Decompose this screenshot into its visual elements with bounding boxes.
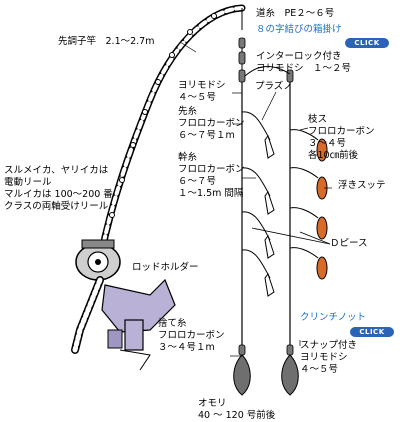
label-float-jig: 浮きスッテ (338, 180, 386, 191)
rod-holder-icon (101, 278, 176, 371)
snap-swivel-icon (238, 344, 294, 356)
label-clinch-knot[interactable]: クリンチノット (300, 312, 367, 323)
label-sinker-line: 捨て糸 フロロカーボン ３～４号１m (158, 318, 225, 353)
label-main-line: 道糸 PE２～６号 (256, 8, 335, 19)
label-leader: 先糸 フロロカーボン ６～７号１m (178, 106, 245, 141)
rod-guides (109, 13, 217, 218)
callout-lines (179, 41, 332, 357)
label-swivel-top: ヨリモドシ ４～５号 (178, 80, 226, 103)
label-sinker: オモリ 40 ～ 120 号前後 (198, 398, 276, 421)
click-button-clinch[interactable]: CLICK (350, 327, 394, 337)
float-jigs (289, 129, 328, 280)
label-rod-holder: ロッドホルダー (132, 262, 199, 273)
label-snap-swivel: スナップ付き ヨリモドシ ４～５号 (300, 340, 358, 375)
label-reel-note: スルメイカ、ヤリイカは 電動リール マルイカは 100～200 番 クラスの両軸… (4, 165, 113, 212)
label-interlock-swivel: インターロック付き ヨリモドシ １～２号 (256, 51, 352, 74)
label-plazuno: プラズノ (255, 81, 293, 92)
label-d-piece: Ｄピース (330, 238, 368, 249)
reel-icon (75, 239, 121, 281)
sinker-icon (233, 354, 299, 396)
label-trunk: 幹糸 フロロカーボン ６～７号 １～1.5m 間隔 (178, 152, 245, 199)
label-rod: 先調子竿 2.1～2.7m (58, 36, 155, 47)
label-branch: 枝ス フロロカーボン ３～４号 各10㎝前後 (308, 114, 375, 161)
label-figure8-knot[interactable]: ８の字結びの箱掛け (256, 24, 342, 35)
click-button-figure8[interactable]: CLICK (345, 38, 389, 48)
